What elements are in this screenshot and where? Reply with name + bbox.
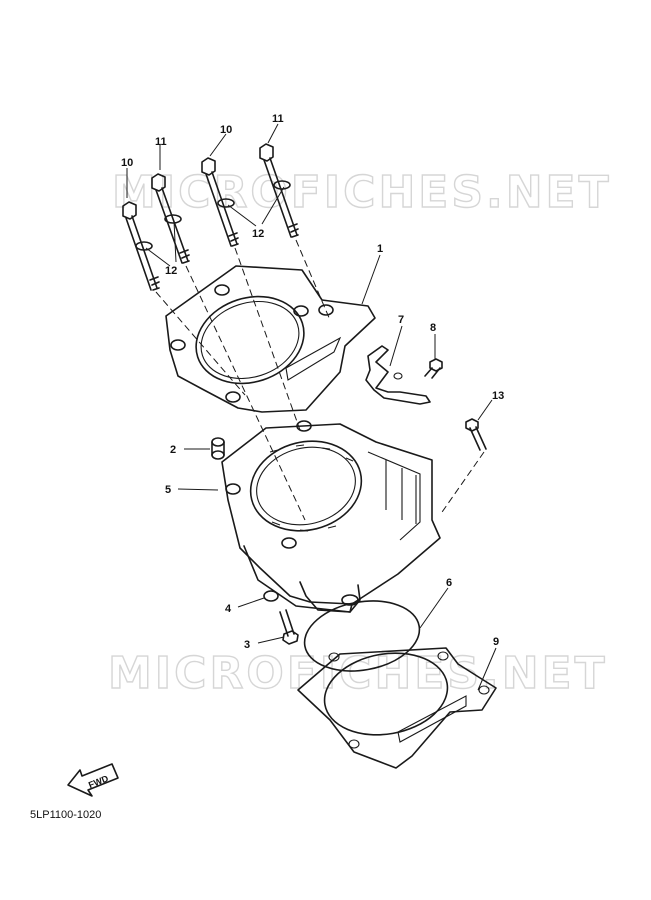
callout-5: 5 xyxy=(165,484,171,496)
callout-13: 13 xyxy=(492,390,504,402)
leader-line xyxy=(209,133,227,157)
leader-line xyxy=(477,399,493,421)
o-ring-6 xyxy=(303,600,421,672)
forward-arrow-icon: FWD xyxy=(67,763,119,797)
washer-4 xyxy=(263,590,279,602)
bolt-10-left xyxy=(122,201,160,291)
callout-9: 9 xyxy=(493,636,499,648)
callout-6: 6 xyxy=(446,577,452,589)
screw-8 xyxy=(424,358,443,379)
bolt-13 xyxy=(465,418,487,451)
callout-12-left: 12 xyxy=(165,265,177,277)
callout-3: 3 xyxy=(244,639,250,651)
leader-line xyxy=(257,636,285,644)
callout-8: 8 xyxy=(430,322,436,334)
callout-12-right: 12 xyxy=(252,228,264,240)
bolt-11-left xyxy=(151,173,190,264)
callout-2: 2 xyxy=(170,444,176,456)
callout-11-left: 11 xyxy=(155,136,167,148)
callout-1: 1 xyxy=(377,243,383,255)
watermark-top: MICROFICHES.NET xyxy=(112,167,612,218)
axis-line xyxy=(439,451,485,516)
leader-line xyxy=(237,597,265,608)
callout-10-left: 10 xyxy=(121,157,133,169)
cylinder-block xyxy=(221,420,441,613)
leader-line xyxy=(361,254,381,305)
stud-bolt-3 xyxy=(279,609,299,645)
axis-line xyxy=(234,247,301,431)
leader-line xyxy=(145,220,177,267)
leader-line xyxy=(267,123,279,144)
leader-line xyxy=(227,186,285,227)
callout-4: 4 xyxy=(225,603,232,615)
bolt-10-right xyxy=(201,157,239,247)
leader-line xyxy=(477,647,497,691)
cylinder-head-gasket xyxy=(165,265,376,413)
dowel-pin-2 xyxy=(211,437,225,460)
callout-11-right: 11 xyxy=(272,113,284,125)
chain-guide-bracket xyxy=(365,345,431,405)
leader-line xyxy=(419,587,449,629)
leader-line xyxy=(177,488,219,491)
cylinder-base-gasket xyxy=(297,647,497,769)
watermark-bottom: MICROFICHES.NET xyxy=(108,648,608,699)
callout-7: 7 xyxy=(398,314,404,326)
diagram-code: 5LP1100-1020 xyxy=(30,809,102,821)
callout-10-right: 10 xyxy=(220,124,232,136)
leader-line xyxy=(389,325,403,367)
axis-line xyxy=(185,265,306,521)
axis-line xyxy=(295,239,331,321)
